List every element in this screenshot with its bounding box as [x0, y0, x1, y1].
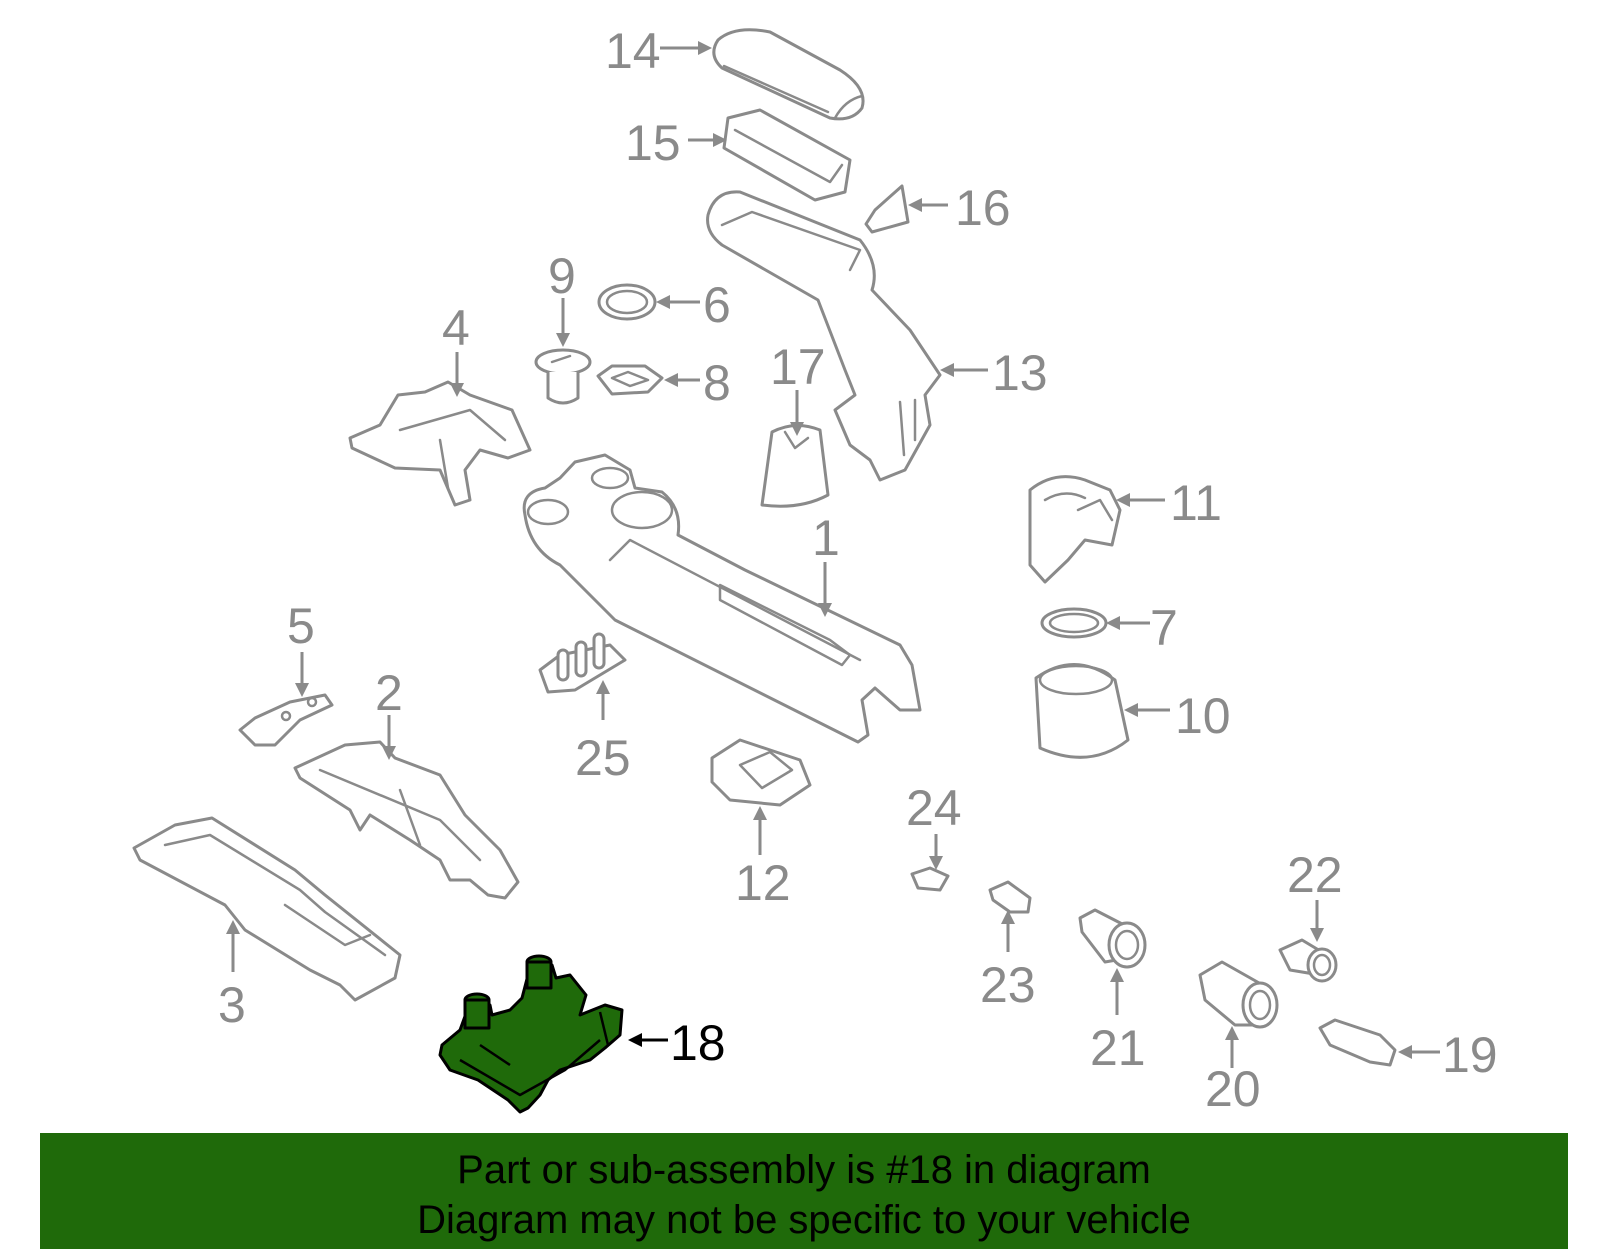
part-14-armrest-lid[interactable]	[712, 28, 865, 121]
part-1-center-console[interactable]	[522, 453, 922, 744]
callout-3: 3	[218, 920, 246, 1033]
part-19-connector[interactable]	[1318, 1018, 1397, 1067]
callout-2: 2	[375, 665, 403, 760]
part-7-ring[interactable]	[1040, 607, 1108, 639]
callout-22: 22	[1287, 847, 1343, 942]
part-10-cup-sleeve[interactable]	[1034, 663, 1130, 759]
part-3-lower-tray[interactable]	[132, 816, 402, 1002]
part-13-armrest-bracket[interactable]	[706, 190, 942, 482]
part-22-lighter[interactable]	[1278, 938, 1338, 983]
callout-11: 11	[1116, 475, 1222, 531]
callout-23: 23	[980, 910, 1036, 1013]
callout-19: 19	[1398, 1027, 1498, 1083]
info-banner: Part or sub-assembly is #18 in diagram D…	[40, 1133, 1568, 1249]
callout-7: 7	[1106, 600, 1178, 656]
banner-line-2: Diagram may not be specific to your vehi…	[417, 1198, 1191, 1242]
svg-text:5: 5	[287, 598, 315, 654]
part-8-gasket[interactable]	[596, 364, 664, 396]
svg-text:23: 23	[980, 957, 1036, 1013]
callout-12: 12	[735, 806, 791, 911]
svg-text:15: 15	[625, 115, 681, 171]
callout-20: 20	[1205, 1026, 1261, 1117]
callout-16: 16	[908, 180, 1011, 236]
part-17-shift-boot[interactable]	[760, 424, 830, 508]
banner-line-1: Part or sub-assembly is #18 in diagram	[457, 1148, 1151, 1192]
svg-text:17: 17	[770, 339, 826, 395]
callout-24: 24	[906, 780, 962, 870]
callout-9: 9	[548, 248, 576, 347]
svg-text:2: 2	[375, 665, 403, 721]
svg-text:21: 21	[1090, 1020, 1146, 1076]
svg-text:16: 16	[955, 180, 1011, 236]
svg-text:4: 4	[442, 300, 470, 356]
part-16-clip[interactable]	[864, 184, 910, 234]
part-24-clip[interactable]	[910, 866, 950, 892]
svg-text:9: 9	[548, 248, 576, 304]
svg-text:6: 6	[703, 277, 731, 333]
part-18-shifter-assembly[interactable]	[438, 954, 624, 1114]
part-6-ring[interactable]	[597, 283, 657, 321]
part-21-socket[interactable]	[1078, 908, 1147, 969]
part-9-cup-insert[interactable]	[534, 348, 592, 405]
part-20-power-socket[interactable]	[1198, 960, 1279, 1029]
part-12-pad[interactable]	[710, 738, 812, 807]
svg-text:13: 13	[992, 345, 1048, 401]
svg-text:14: 14	[605, 23, 661, 79]
part-23-connector[interactable]	[988, 880, 1032, 914]
callout-4: 4	[442, 300, 470, 397]
callout-13: 13	[940, 345, 1048, 401]
svg-text:3: 3	[218, 977, 246, 1033]
svg-text:7: 7	[1150, 600, 1178, 656]
callout-8: 8	[664, 355, 731, 411]
part-15-storage-tray[interactable]	[722, 108, 852, 202]
svg-text:25: 25	[575, 730, 631, 786]
callout-25: 25	[575, 680, 631, 786]
svg-text:12: 12	[735, 855, 791, 911]
callout-6: 6	[656, 277, 731, 333]
svg-text:18: 18	[670, 1015, 726, 1071]
part-25-switch-cluster[interactable]	[538, 632, 627, 694]
callout-14: 14	[605, 23, 712, 79]
svg-text:22: 22	[1287, 847, 1343, 903]
part-11-cup-holder[interactable]	[1028, 475, 1122, 584]
svg-text:10: 10	[1175, 688, 1231, 744]
svg-text:11: 11	[1170, 475, 1222, 531]
svg-text:8: 8	[703, 355, 731, 411]
svg-text:19: 19	[1442, 1027, 1498, 1083]
callout-17: 17	[770, 339, 826, 436]
callout-1: 1	[812, 510, 840, 617]
callout-15: 15	[625, 115, 727, 171]
svg-text:1: 1	[812, 510, 840, 566]
part-5-plate[interactable]	[238, 693, 334, 747]
callout-10: 10	[1124, 688, 1231, 744]
svg-text:24: 24	[906, 780, 962, 836]
callout-18: 18	[628, 1015, 726, 1071]
svg-text:20: 20	[1205, 1061, 1261, 1117]
part-4-bracket[interactable]	[348, 380, 532, 507]
callout-5: 5	[287, 598, 315, 697]
part-2-console-base[interactable]	[293, 740, 520, 900]
callout-21: 21	[1090, 968, 1146, 1076]
